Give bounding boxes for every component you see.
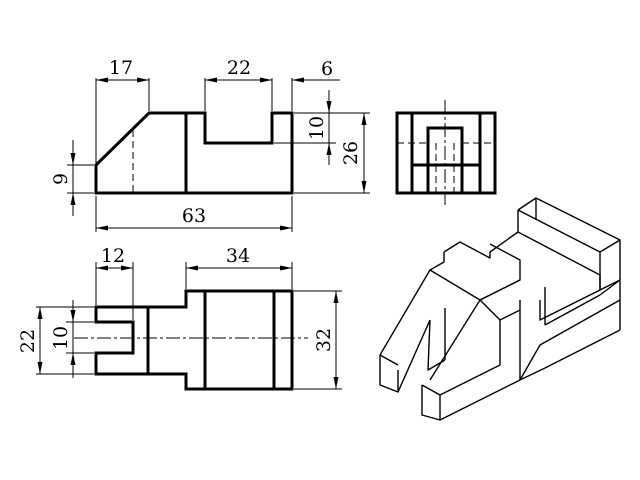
dim-top-12: 12	[96, 245, 133, 271]
svg-text:26: 26	[340, 141, 362, 165]
side-view-outline	[395, 111, 497, 195]
dim-front-26: 26	[340, 113, 367, 193]
dim-front-6: 6	[292, 58, 340, 83]
dim-front-22: 22	[205, 57, 272, 83]
front-view-outline	[94, 111, 294, 195]
side-view	[395, 100, 497, 205]
dim-top-22: 22	[17, 307, 43, 374]
svg-text:22: 22	[17, 329, 39, 353]
svg-text:63: 63	[182, 205, 206, 227]
svg-text:34: 34	[226, 245, 250, 267]
top-view: 12 34 10 22 32	[17, 245, 342, 391]
svg-text:10: 10	[50, 326, 72, 350]
svg-text:6: 6	[321, 58, 333, 80]
svg-text:22: 22	[227, 57, 251, 79]
front-view: 17 22 6 10 26	[50, 57, 370, 232]
dim-top-32: 32	[313, 291, 339, 389]
svg-text:17: 17	[109, 57, 133, 79]
dim-front-63: 63	[96, 205, 292, 231]
svg-text:9: 9	[50, 173, 72, 185]
dim-front-9: 9	[50, 140, 76, 216]
isometric-view	[379, 197, 621, 421]
dim-front-17: 17	[96, 57, 149, 83]
dim-front-10: 10	[306, 90, 332, 165]
svg-text:10: 10	[306, 116, 328, 140]
svg-text:32: 32	[313, 328, 335, 352]
dim-top-34: 34	[186, 245, 292, 271]
dim-top-10: 10	[50, 300, 76, 378]
top-view-outline	[94, 289, 294, 391]
svg-text:12: 12	[101, 245, 125, 267]
